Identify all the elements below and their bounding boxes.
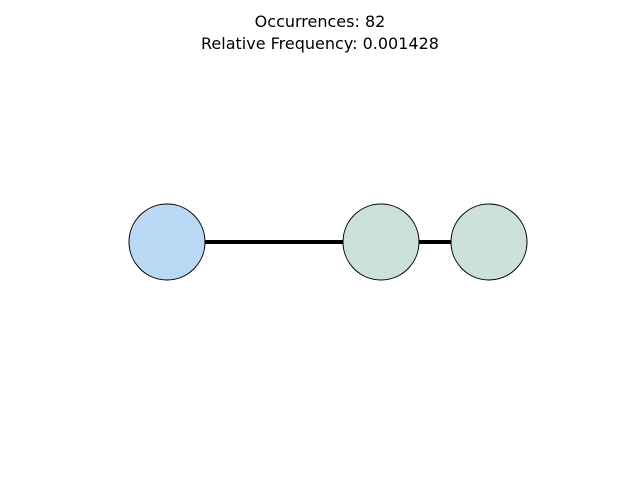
node-3 xyxy=(450,203,528,281)
graph-title: Occurrences: 82 Relative Frequency: 0.00… xyxy=(0,11,640,55)
relative-frequency-label: Relative Frequency: 0.001428 xyxy=(201,34,439,53)
occurrences-label: Occurrences: 82 xyxy=(254,12,386,31)
node-1 xyxy=(128,203,206,281)
node-2 xyxy=(342,203,420,281)
nodes xyxy=(128,203,528,281)
